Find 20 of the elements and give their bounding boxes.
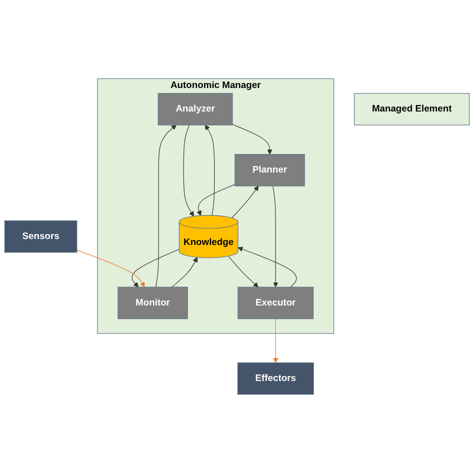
node-box: Analyzer	[158, 94, 233, 126]
arrow	[232, 124, 272, 156]
arrow	[183, 125, 194, 217]
node-box: Sensors	[4, 220, 78, 254]
arrow	[196, 184, 236, 216]
arrow	[172, 258, 198, 288]
arrow	[205, 125, 215, 216]
arrow	[132, 249, 180, 288]
arrow	[232, 186, 259, 219]
node-box: Managed Element	[354, 94, 470, 126]
arrow	[228, 256, 258, 288]
arrow	[238, 247, 297, 288]
arrow	[156, 125, 176, 288]
arrow	[76, 250, 145, 288]
node-box: Planner	[234, 154, 305, 187]
node-box: Effectors	[237, 362, 314, 396]
arrow	[272, 186, 278, 288]
arrow	[273, 318, 278, 364]
node-box: Executor	[238, 287, 314, 320]
node-box: Monitor	[118, 287, 188, 320]
